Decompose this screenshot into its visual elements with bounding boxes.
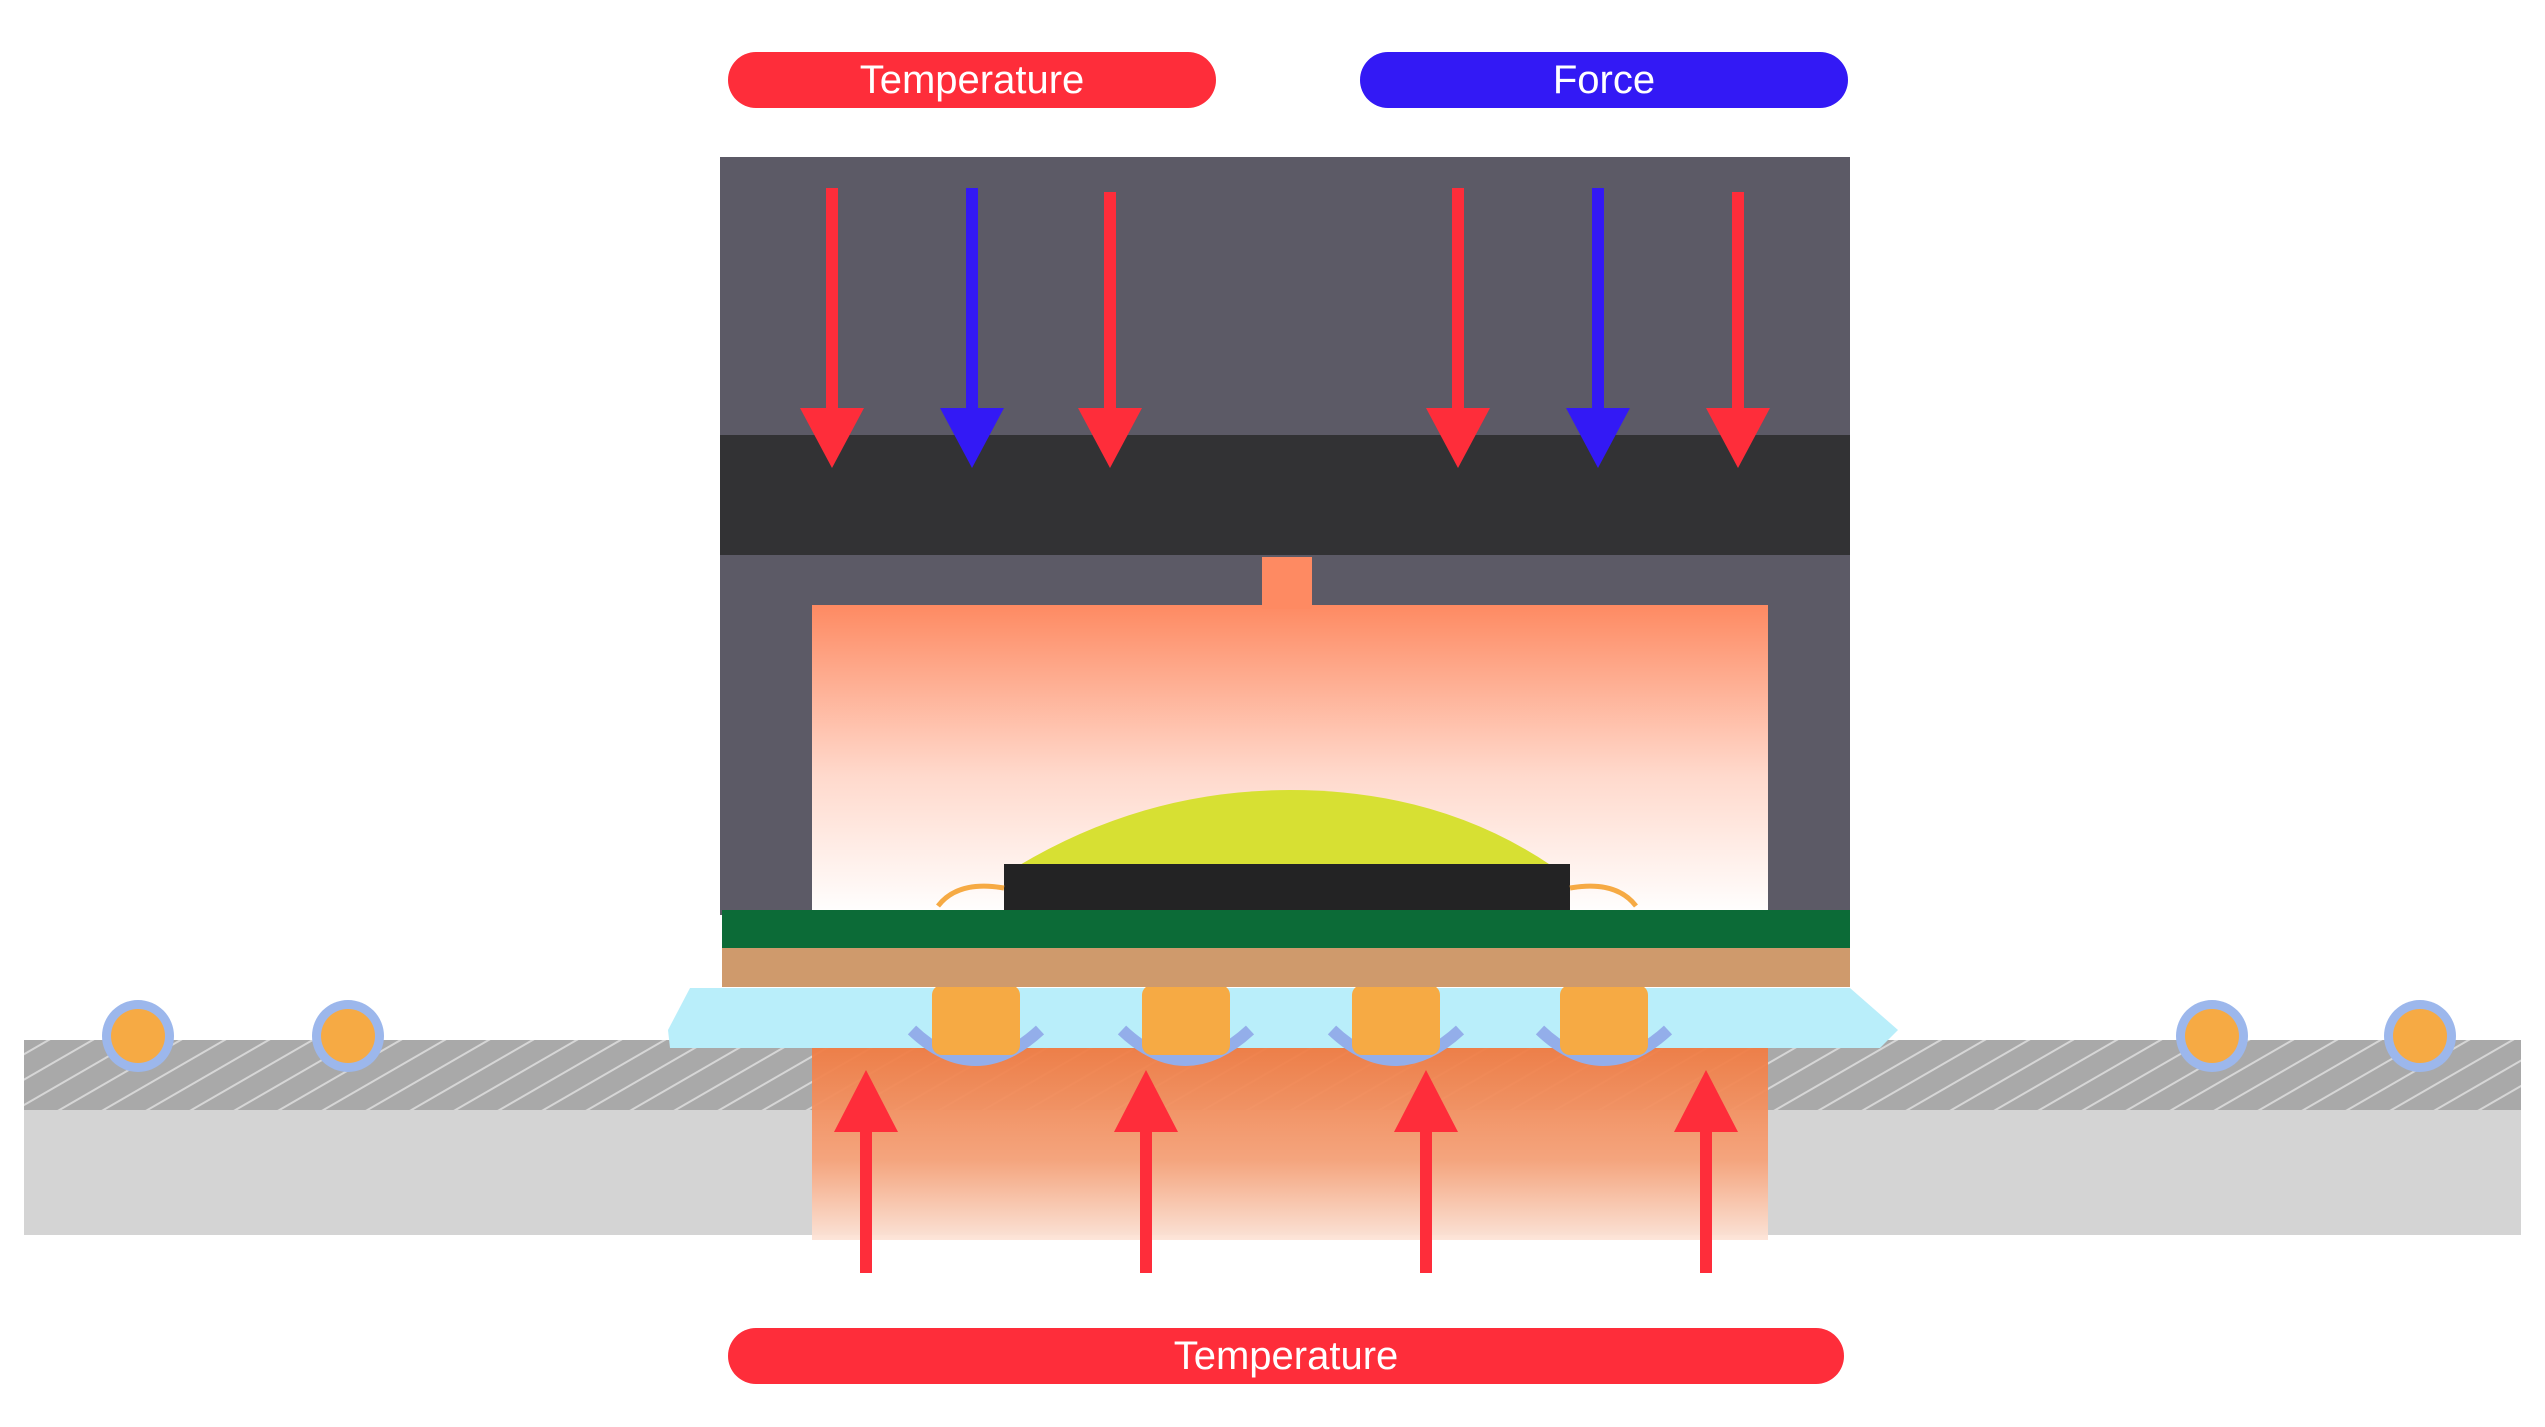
carrier-solder-balls [102,1000,2456,1072]
bump [1352,985,1440,1055]
bump-row [907,985,1673,1066]
solder-ball [2393,1009,2447,1063]
temperature-arrow-icon [800,188,864,468]
bump-cup [907,1025,1045,1066]
bond-head-plate [720,435,1850,557]
top-arrows [800,188,1770,468]
solder-ball [111,1009,165,1063]
bump [1142,985,1230,1055]
bond-head-upper [720,157,1850,437]
heat-up-arrow-icon [1114,1070,1178,1273]
temperature-arrow-icon [1426,188,1490,468]
underfill-film [668,988,1898,1048]
wire-bond-right [1569,883,1638,908]
solder-ball [321,1009,375,1063]
bump [1560,985,1648,1055]
bump [932,985,1020,1055]
heat-up-arrow-icon [1394,1070,1458,1273]
substrate-tan [722,945,1850,987]
force-legend: Force [1360,52,1848,108]
heat-up-arrow-icon [1674,1070,1738,1273]
vacuum-nozzle [1262,557,1312,609]
temperature-legend-top: Temperature [728,52,1216,108]
bump-cup [1117,1025,1255,1066]
force-arrow-icon [940,188,1004,468]
temperature-legend-bottom: Temperature [728,1328,1844,1384]
solder-ball [2185,1009,2239,1063]
wire-bond-left [936,883,1005,908]
temperature-arrow-icon [1078,192,1142,468]
bottom-heat-zone [812,1040,1768,1240]
board-green [722,910,1850,948]
bottom-arrows [834,1070,1738,1273]
bump-cup [1327,1025,1465,1066]
heat-up-arrow-icon [834,1070,898,1273]
force-arrow-icon [1566,188,1630,468]
bump-cup [1535,1025,1673,1066]
encapsulant-dome [1018,790,1552,866]
die [1004,864,1570,910]
temperature-arrow-icon [1706,192,1770,468]
